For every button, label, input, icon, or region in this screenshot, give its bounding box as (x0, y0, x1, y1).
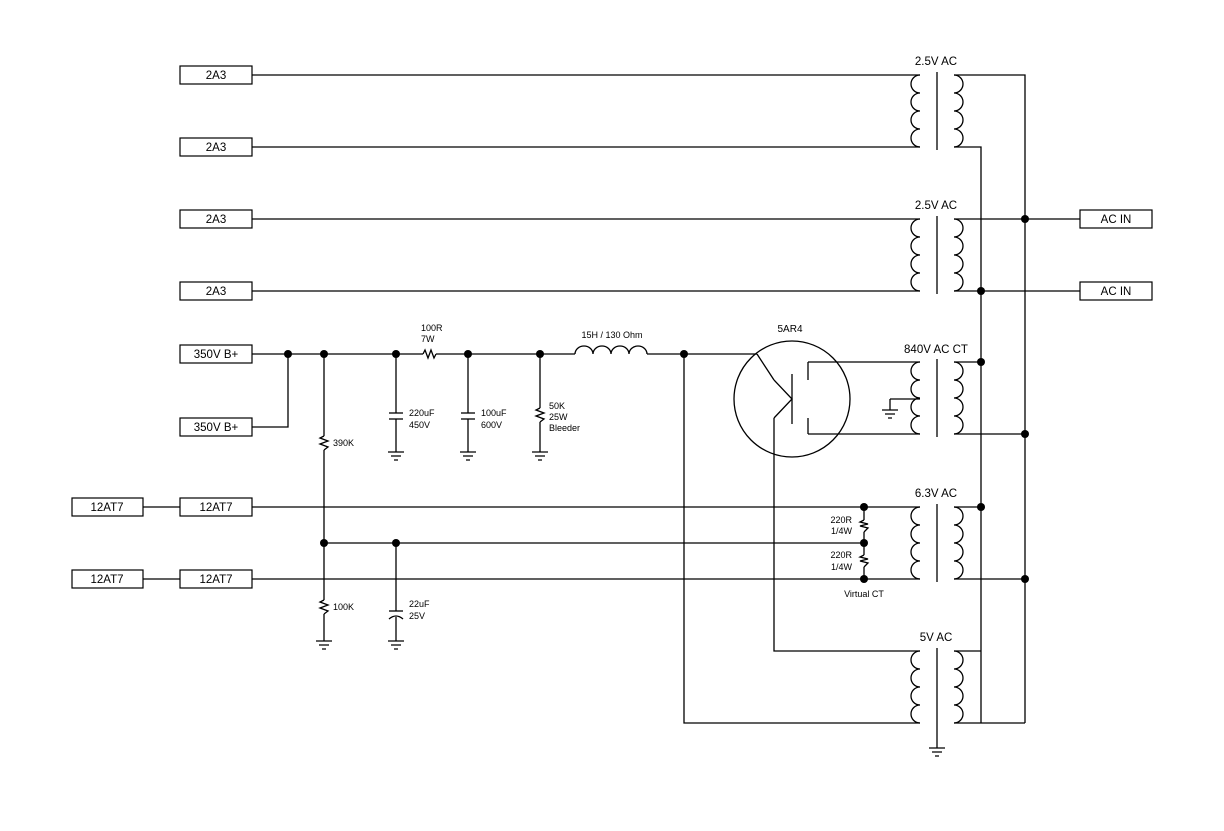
capacitor-220uf: 220uF 450V (389, 408, 435, 430)
rectifier-tube: 5AR4 (733, 324, 851, 458)
component-label: 50K (549, 401, 565, 411)
transformer-tx4: 6.3V AC (910, 488, 964, 582)
port-2a3-2: 2A3 (179, 137, 253, 157)
port-label: AC IN (1101, 214, 1132, 226)
port-2a3-4: 2A3 (179, 281, 253, 301)
port-12at7-in-2: 12AT7 (179, 569, 253, 589)
resistor-220r-b: 220R 1/4W (830, 550, 870, 572)
port-label: 12AT7 (90, 502, 123, 514)
transformer-label: 5V AC (920, 632, 953, 644)
resistor-220r-a: 220R 1/4W (830, 515, 870, 536)
component-label: 100R (421, 323, 443, 333)
choke-inductor: 15H / 130 Ohm (574, 330, 648, 355)
resistor-100k: 100K (318, 599, 354, 615)
component-label: Bleeder (549, 423, 580, 433)
ground-icon (388, 451, 404, 461)
port-ac-in-2: AC IN (1079, 281, 1153, 301)
component-label: 220R (830, 515, 852, 525)
component-label: 220R (830, 550, 852, 560)
junction-dots (284, 215, 1029, 583)
port-label: 12AT7 (90, 574, 123, 586)
resistor-bleeder: 50K 25W Bleeder (534, 401, 580, 433)
transformer-label: 2.5V AC (915, 200, 957, 212)
wires (143, 74, 1080, 748)
component-label: 600V (481, 420, 502, 430)
component-label: 1/4W (831, 526, 853, 536)
resistor-100r: 100R 7W (421, 323, 443, 360)
component-label: 22uF (409, 599, 430, 609)
transformer-tx1: 2.5V AC (910, 56, 964, 150)
port-12at7-in-1: 12AT7 (179, 497, 253, 517)
transformer-label: 2.5V AC (915, 56, 957, 68)
port-2a3-1: 2A3 (179, 65, 253, 85)
transformer-label: 6.3V AC (915, 488, 957, 500)
ground-icon (388, 640, 404, 650)
tube-label: 5AR4 (777, 324, 802, 335)
choke-label: 15H / 130 Ohm (581, 330, 642, 340)
port-label: 350V B+ (194, 422, 239, 434)
component-label: 1/4W (831, 562, 853, 572)
port-bplus-1: 350V B+ (179, 344, 253, 364)
ground-icon (882, 409, 898, 419)
resistor-390k: 390K (318, 435, 354, 451)
port-label: 2A3 (206, 214, 226, 226)
port-bplus-2: 350V B+ (179, 417, 253, 437)
port-label: 12AT7 (199, 574, 232, 586)
port-12at7-out-1: 12AT7 (71, 497, 144, 517)
virtual-ct-label: Virtual CT (844, 589, 884, 599)
ground-icon (316, 640, 332, 650)
component-label: 100K (333, 602, 354, 612)
ground-icon (929, 747, 945, 757)
port-ac-in-1: AC IN (1079, 209, 1153, 229)
transformer-tx3: 840V AC CT (904, 344, 968, 437)
component-label: 25V (409, 611, 425, 621)
component-label: 390K (333, 438, 354, 448)
port-label: 2A3 (206, 142, 226, 154)
port-label: 350V B+ (194, 349, 239, 361)
component-label: 25W (549, 412, 568, 422)
transformer-tx5: 5V AC (910, 632, 964, 724)
transformer-tx2: 2.5V AC (910, 200, 964, 294)
component-label: 7W (421, 334, 435, 344)
port-label: AC IN (1101, 286, 1132, 298)
port-label: 2A3 (206, 286, 226, 298)
capacitor-100uf: 100uF 600V (461, 408, 507, 430)
port-label: 2A3 (206, 70, 226, 82)
component-label: 450V (409, 420, 430, 430)
port-label: 12AT7 (199, 502, 232, 514)
ground-icon (460, 451, 476, 461)
component-label: 100uF (481, 408, 507, 418)
ground-icon (532, 451, 548, 461)
port-2a3-3: 2A3 (179, 209, 253, 229)
component-label: 220uF (409, 408, 435, 418)
capacitor-22uf: 22uF 25V (388, 599, 430, 621)
port-12at7-out-2: 12AT7 (71, 569, 144, 589)
transformer-label: 840V AC CT (904, 344, 968, 356)
